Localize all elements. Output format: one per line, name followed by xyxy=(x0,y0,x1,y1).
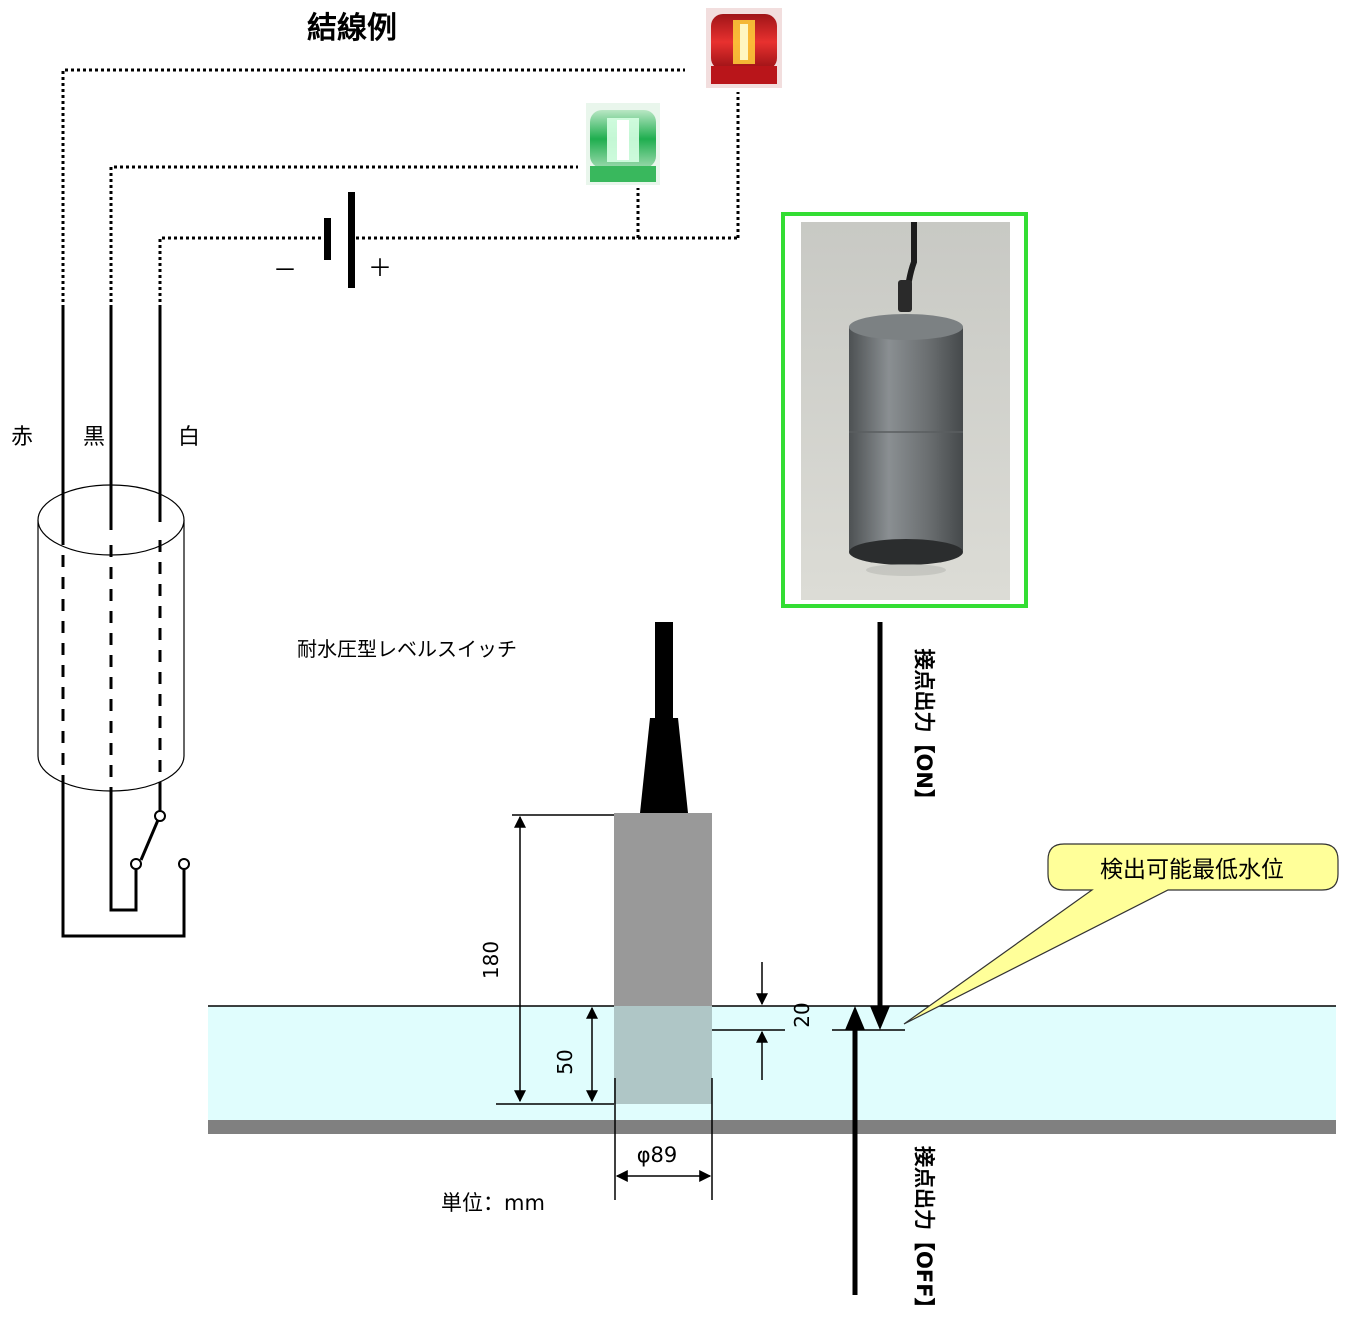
wire-label-red: 赤 xyxy=(11,425,33,450)
dotted-wiring xyxy=(61,68,740,308)
callout-text: 検出可能最低水位 xyxy=(1100,857,1284,883)
output-off-label: 接点出力【OFF】 xyxy=(912,1146,936,1319)
wire-label-white: 白 xyxy=(178,425,200,450)
battery-plus-label: ＋ xyxy=(368,254,392,282)
battery-symbol xyxy=(324,192,355,288)
sensor-body xyxy=(614,622,712,1104)
battery-minus-label: － xyxy=(273,256,297,284)
unit-label: 単位：mm xyxy=(441,1191,545,1215)
wire-label-black: 黒 xyxy=(83,425,105,450)
dimension-50: 50 xyxy=(553,1049,577,1074)
green-signal-lamp-icon xyxy=(586,103,660,185)
level-switch-photo xyxy=(781,212,1028,608)
switch-contacts xyxy=(130,810,190,870)
device-name: 耐水圧型レベルスイッチ xyxy=(297,637,517,661)
water-area xyxy=(208,1006,1336,1120)
dimension-20: 20 xyxy=(790,1002,814,1027)
cylinder-schematic xyxy=(37,308,186,938)
dimension-lines xyxy=(496,814,905,1200)
diagram-title: 結線例 xyxy=(307,11,397,46)
dimension-diameter: φ89 xyxy=(637,1143,678,1167)
tank-floor xyxy=(208,1120,1336,1134)
red-signal-lamp-icon xyxy=(706,8,782,88)
output-arrows xyxy=(845,622,890,1295)
output-on-label: 接点出力【ON】 xyxy=(912,649,936,810)
callout-bubble xyxy=(903,843,1339,1025)
dimension-180: 180 xyxy=(479,941,503,979)
